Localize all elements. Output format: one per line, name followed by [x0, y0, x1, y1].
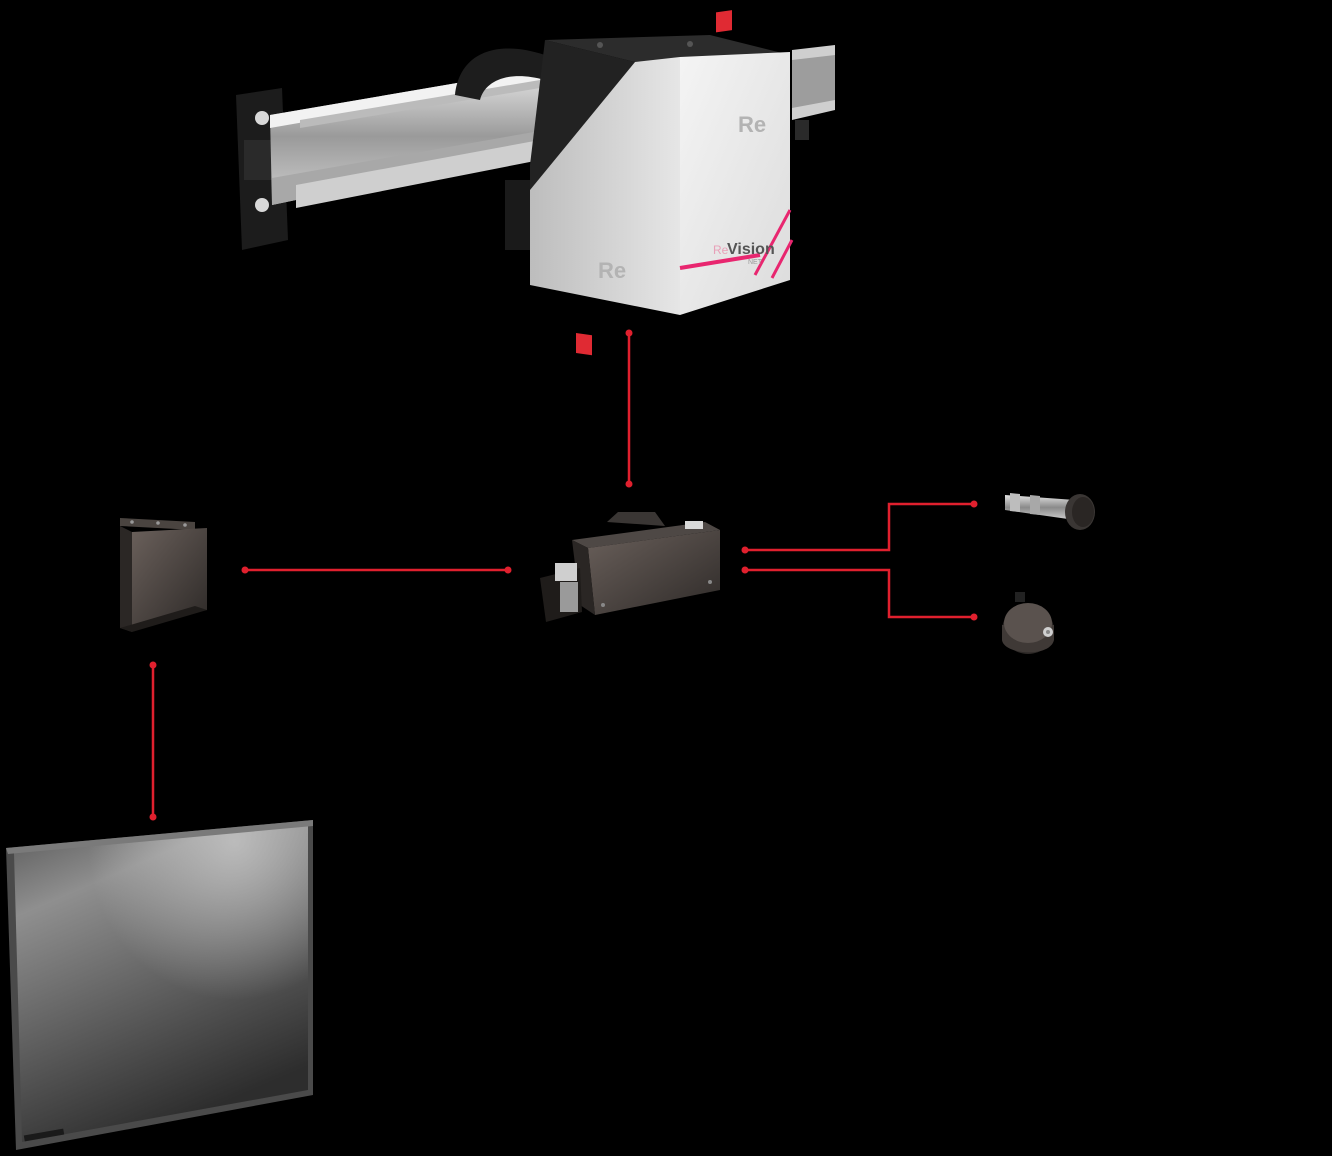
- connector-controller-encoder: [745, 570, 974, 617]
- brand-logo-bottom: Re: [598, 258, 626, 283]
- connector-controller-sensor: [745, 504, 974, 550]
- interface-box-icon: [120, 518, 207, 632]
- controller-box-icon: [540, 512, 720, 622]
- monitor-display-icon: [6, 820, 313, 1150]
- product-name: Vision: [727, 241, 775, 258]
- brand-logo-top: Re: [738, 112, 766, 137]
- proximity-sensor-icon: [1005, 493, 1095, 530]
- camera-scanner-unit-icon: Re Re Re Vision NET: [236, 10, 835, 355]
- product-suffix: NET: [748, 259, 763, 266]
- rotary-encoder-icon: [1002, 592, 1054, 654]
